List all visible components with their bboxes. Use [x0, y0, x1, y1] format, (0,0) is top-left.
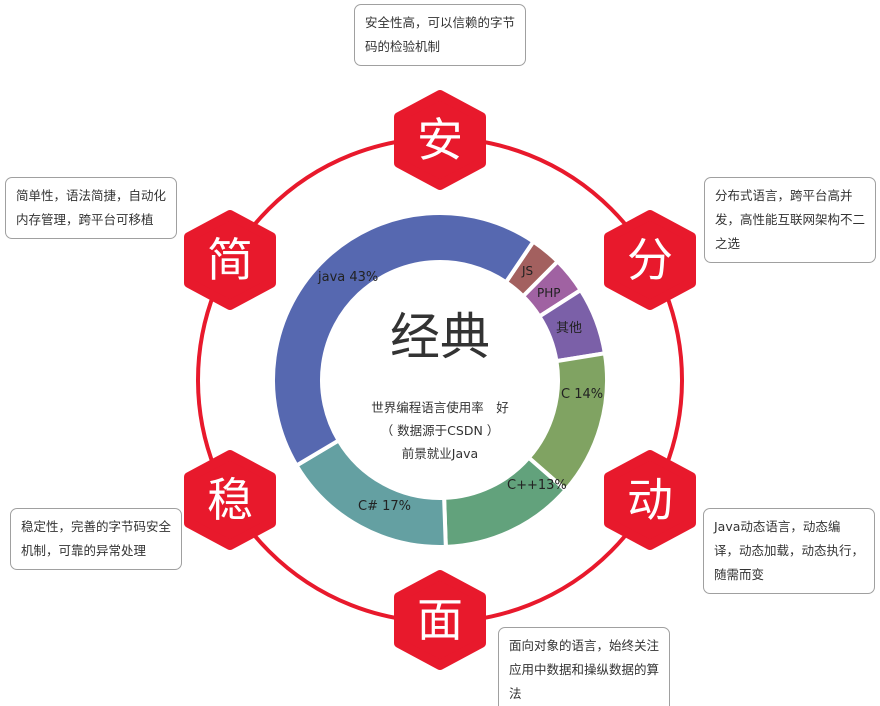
hex-stable: 稳: [182, 448, 278, 552]
label-php: PHP: [537, 286, 561, 300]
hex-security-char: 安: [417, 113, 463, 167]
label-csharp: C# 17%: [358, 499, 411, 514]
center-title: 经典: [390, 308, 490, 366]
desc-distributed: 分布式语言，跨平台高并发，高性能互联网架构不二之选: [704, 177, 876, 263]
center-line-3: 前景就业Java: [401, 446, 479, 461]
desc-simple: 简单性，语法简捷，自动化内存管理，跨平台可移植: [5, 177, 177, 239]
label-c: C 14%: [561, 387, 604, 402]
label-java: java 43%: [318, 270, 379, 285]
desc-security: 安全性高，可以信赖的字节码的检验机制: [354, 4, 526, 66]
hex-security: 安: [392, 88, 488, 192]
desc-object-oriented: 面向对象的语言，始终关注应用中数据和操纵数据的算法: [498, 627, 670, 706]
label-cpp: C++13%: [507, 478, 567, 493]
center-line-2: （ 数据源于CSDN ）: [380, 423, 500, 438]
desc-dynamic: Java动态语言，动态编译，动态加载，动态执行，随需而变: [703, 508, 875, 594]
hex-stable-char: 稳: [207, 473, 253, 527]
hex-dynamic: 动: [602, 448, 698, 552]
language-donut-chart: [271, 211, 609, 549]
hex-distributed: 分: [602, 208, 698, 312]
center-subtitle: 世界编程语言使用率 好 （ 数据源于CSDN ） 前景就业Java: [340, 396, 540, 465]
hex-dynamic-char: 动: [627, 473, 673, 527]
desc-stable: 稳定性，完善的字节码安全机制，可靠的异常处理: [10, 508, 182, 570]
label-other: 其他: [556, 321, 583, 336]
hex-simple-char: 简: [207, 233, 253, 287]
hex-distributed-char: 分: [627, 233, 673, 287]
donut-segment-java: [271, 211, 537, 469]
hex-simple: 简: [182, 208, 278, 312]
hex-object-oriented-char: 面: [417, 593, 463, 647]
hex-object-oriented: 面: [392, 568, 488, 672]
center-line-1: 世界编程语言使用率 好: [371, 400, 509, 415]
label-js: JS: [522, 264, 534, 278]
